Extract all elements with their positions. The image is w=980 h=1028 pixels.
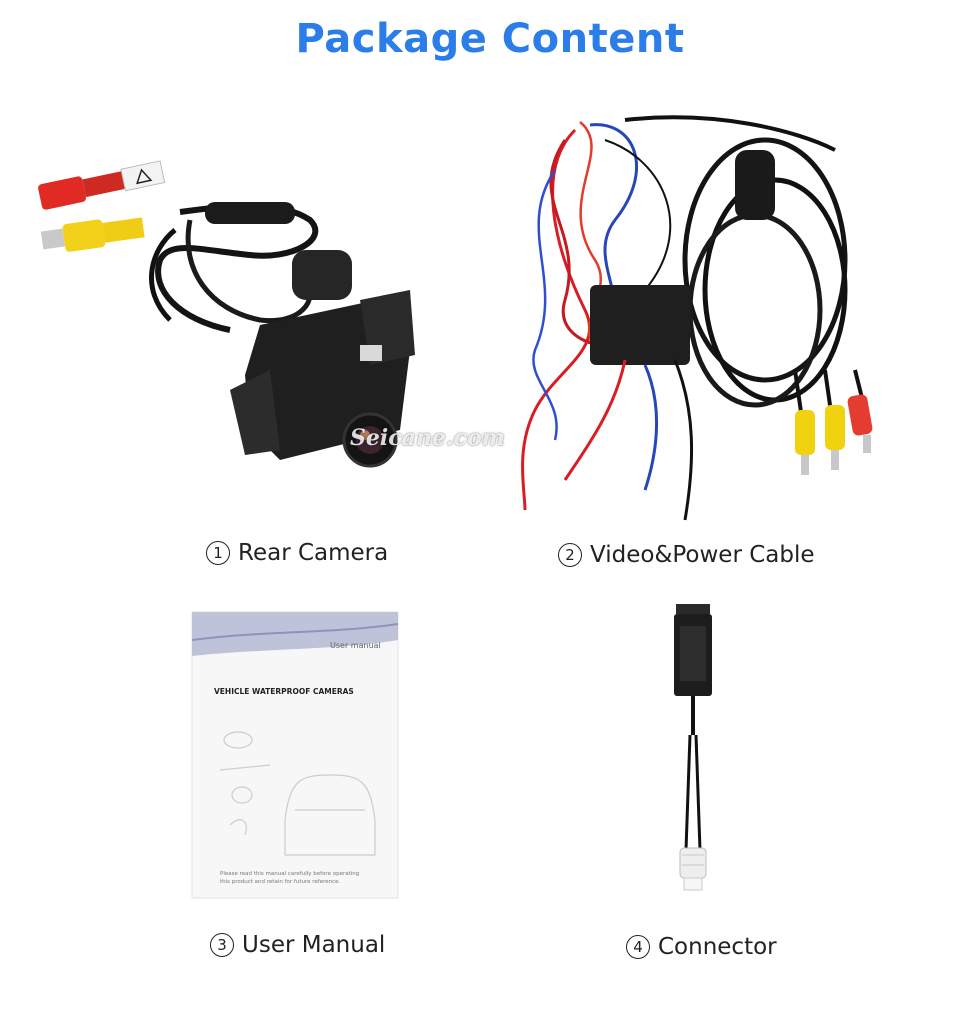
caption-video-power-cable: 2 Video&Power Cable <box>558 542 815 568</box>
manual-footnote-line2: this product and retain for future refer… <box>220 879 341 885</box>
caption-connector: 4 Connector <box>626 934 777 960</box>
caption-rear-camera: 1 Rear Camera <box>206 540 388 566</box>
connector-image <box>660 600 740 915</box>
page-title: Package Content <box>295 16 685 62</box>
manual-footnote-line1: Please read this manual carefully before… <box>220 871 359 877</box>
manual-heading: VEHICLE WATERPROOF CAMERAS <box>214 687 354 696</box>
caption-user-manual: 3 User Manual <box>210 932 385 958</box>
user-manual-image: User manual VEHICLE WATERPROOF CAMERAS P… <box>190 610 400 900</box>
item-number-badge: 4 <box>626 935 650 959</box>
item-number-badge: 1 <box>206 541 230 565</box>
watermark: Seicane.com <box>350 425 505 451</box>
item-number-badge: 3 <box>210 933 234 957</box>
rear-camera-image <box>30 150 430 510</box>
item-label: Video&Power Cable <box>590 542 815 568</box>
item-number-badge: 2 <box>558 543 582 567</box>
manual-corner-label: User manual <box>330 641 381 650</box>
item-label: Connector <box>658 934 777 960</box>
video-power-cable-image <box>495 110 915 540</box>
item-label: User Manual <box>242 932 386 958</box>
item-label: Rear Camera <box>238 540 389 566</box>
